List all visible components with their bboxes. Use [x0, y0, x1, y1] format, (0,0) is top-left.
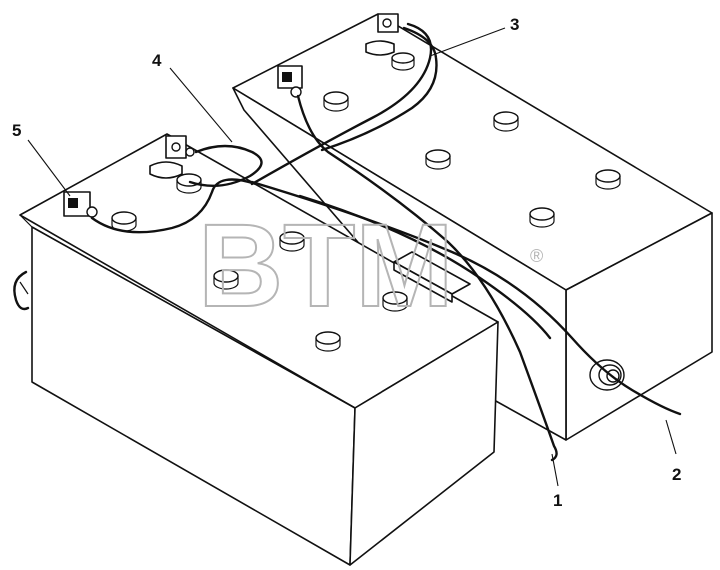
- callout-labels: 1 2 3 4 5: [12, 15, 681, 510]
- cable-1: [296, 94, 558, 462]
- vent-cap: [279, 231, 305, 252]
- cables: [90, 22, 682, 462]
- watermark-text: BTM: [198, 200, 454, 332]
- cable-jumper: [188, 22, 433, 188]
- vent-cap: [315, 331, 341, 352]
- callout-1: 1: [553, 491, 562, 510]
- leader-1: [551, 453, 559, 487]
- front-battery-vent-caps: [111, 173, 408, 352]
- callout-5: 5: [12, 121, 21, 140]
- rear-terminal-positive: [365, 13, 399, 56]
- junction-box: [393, 251, 471, 303]
- watermark: BTM ®: [197, 199, 543, 333]
- vent-cap: [213, 269, 239, 290]
- vent-cap: [382, 291, 408, 312]
- front-battery: [13, 133, 499, 566]
- vent-cap: [425, 149, 451, 170]
- vent-cap: [493, 111, 519, 132]
- leader-4: [169, 67, 233, 143]
- leader-3: [429, 27, 506, 57]
- cable-grommet: [589, 359, 625, 391]
- cable-2-strand: [298, 194, 552, 340]
- vent-cap: [529, 207, 555, 228]
- front-terminal-negative: [63, 191, 98, 218]
- battery-handle: [13, 270, 30, 311]
- cable-3: [320, 26, 438, 152]
- vent-cap: [595, 169, 621, 190]
- leader-5: [27, 139, 71, 197]
- cable-front-negative: [90, 178, 258, 234]
- leader-2: [665, 419, 677, 455]
- watermark-registered-mark: ®: [530, 246, 543, 266]
- vent-cap: [111, 211, 137, 232]
- callout-2: 2: [672, 465, 681, 484]
- callout-4: 4: [152, 51, 162, 70]
- vent-cap: [391, 52, 415, 71]
- rear-battery-vent-caps: [323, 52, 621, 228]
- rear-terminal-negative: [277, 65, 303, 98]
- callout-leaders: [27, 27, 677, 487]
- callout-3: 3: [510, 15, 519, 34]
- vent-cap: [323, 91, 349, 112]
- front-terminal-positive: [149, 135, 195, 179]
- front-battery-side-face: [349, 321, 499, 566]
